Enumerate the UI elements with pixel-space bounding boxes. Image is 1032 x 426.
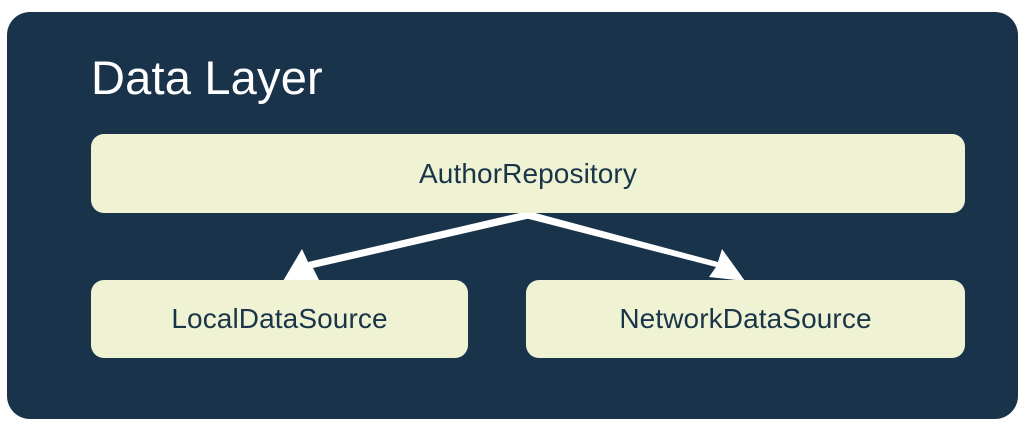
- page-title: Data Layer: [91, 51, 323, 104]
- node-author-repository[interactable]: AuthorRepository: [91, 134, 965, 213]
- node-local-data-source[interactable]: LocalDataSource: [91, 280, 468, 358]
- node-label-author-repository: AuthorRepository: [419, 157, 637, 189]
- node-network-data-source[interactable]: NetworkDataSource: [526, 280, 965, 358]
- node-label-local-data-source: LocalDataSource: [171, 303, 388, 334]
- node-label-network-data-source: NetworkDataSource: [619, 303, 872, 334]
